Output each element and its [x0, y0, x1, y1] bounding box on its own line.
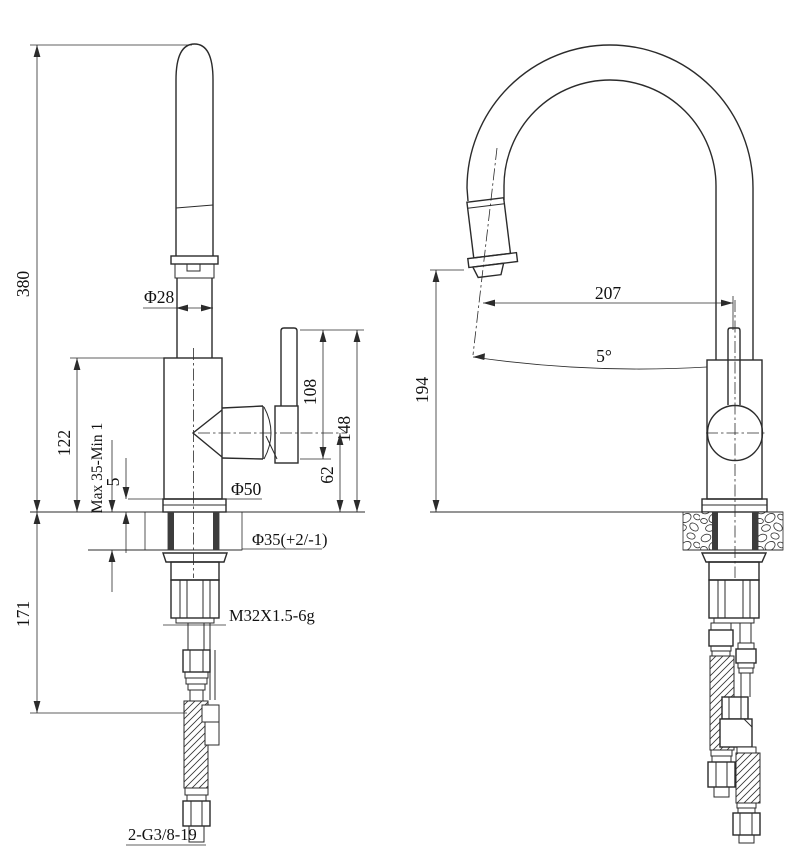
dim-head-angle: 5°	[596, 346, 612, 366]
handle-lever	[280, 327, 298, 406]
dim-hole-diameter: Φ35(+2/-1)	[252, 530, 327, 549]
handle	[263, 327, 299, 464]
faucet-body	[163, 357, 264, 500]
dim-spout-reach: 207	[595, 283, 622, 303]
dim-spout-diameter: Φ28	[144, 287, 175, 307]
dim-deck-thickness: Max 35-Min 1	[89, 423, 106, 513]
dim-hose-connections: 2-G3/8-19	[128, 825, 197, 844]
spray-head	[466, 196, 519, 279]
front-dimensions: 380 171 122 Max 35-Min 1 5 Φ28 Φ50 Φ35(+…	[13, 44, 364, 846]
countertop-section-front	[30, 511, 365, 551]
spout-arch	[466, 44, 754, 360]
base-flange	[162, 498, 227, 513]
dim-base-diameter: Φ50	[231, 479, 262, 499]
supply-hoses-front	[182, 623, 220, 843]
dim-outlet-height: 194	[412, 377, 432, 404]
dim-overall-height: 380	[13, 271, 33, 298]
mounting-hardware-side	[700, 552, 768, 624]
side-dimensions: 207 5° 194	[412, 269, 734, 512]
side-handle-lever	[727, 327, 741, 405]
dim-handle-overall-height: 148	[334, 416, 354, 443]
spray-head-axis	[472, 147, 498, 356]
dim-outlet-center-height: 62	[317, 466, 337, 484]
countertop-section-side	[430, 511, 784, 551]
dim-handle-pivot-to-top: 108	[300, 379, 320, 406]
front-view: 380 171 122 Max 35-Min 1 5 Φ28 Φ50 Φ35(+…	[13, 43, 365, 846]
handle-pivot-circle	[706, 404, 764, 462]
supply-hoses-side	[707, 622, 761, 844]
dim-base-plate-height: 5	[103, 477, 123, 486]
side-view: 207 5° 194	[412, 44, 784, 844]
spout	[170, 43, 219, 358]
dim-below-deck-depth: 171	[13, 601, 33, 627]
mounting-hardware-front	[162, 552, 228, 624]
dim-deck-to-body-top: 122	[54, 430, 74, 456]
dim-mounting-thread: M32X1.5-6g	[229, 606, 315, 625]
side-base-flange	[701, 498, 768, 513]
